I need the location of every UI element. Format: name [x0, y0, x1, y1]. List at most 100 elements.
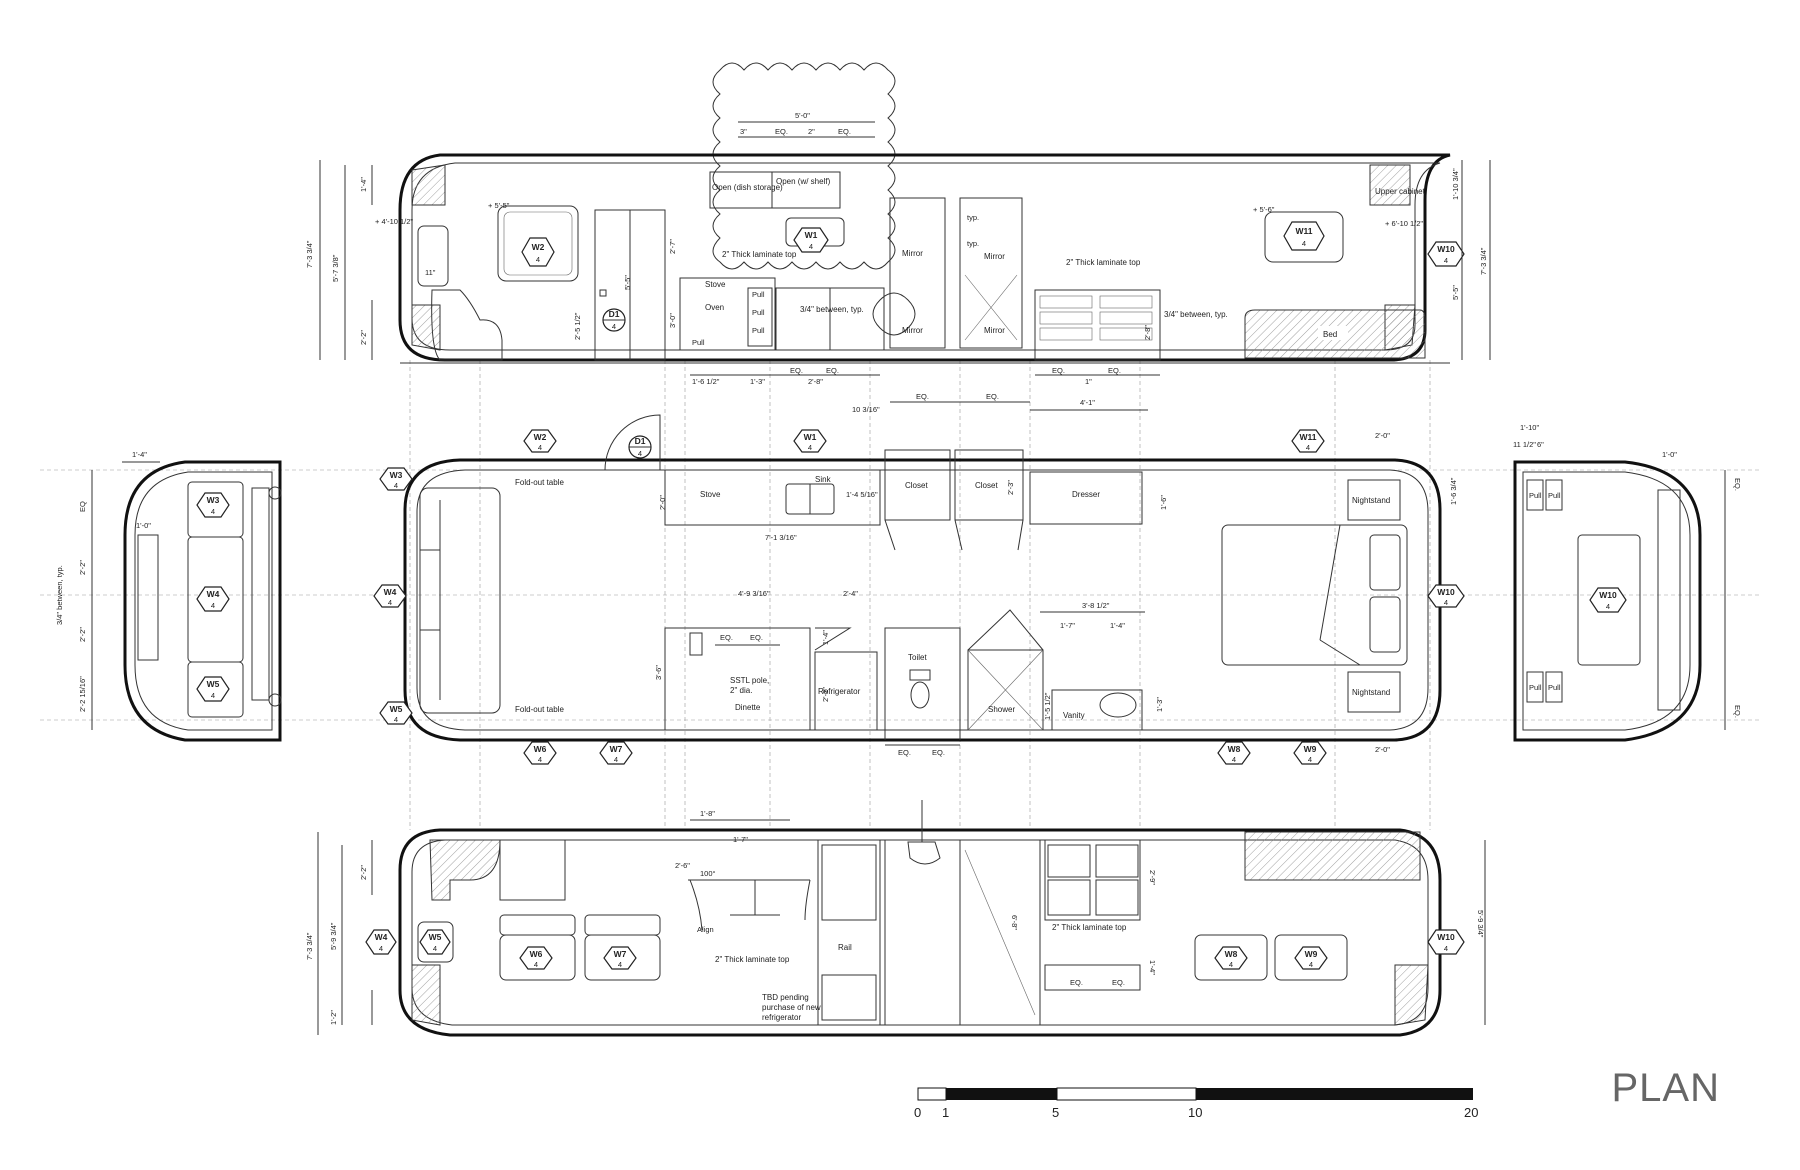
svg-text:Pull: Pull — [692, 338, 705, 347]
dim-left-1-0: 1'-0" — [136, 521, 151, 530]
dim-right-1-10: 1'-10" — [1520, 423, 1539, 432]
window-tag-w5-plan-id: W5 — [390, 704, 403, 714]
dim-right-eq-2: EQ. — [1733, 705, 1742, 718]
dim-plan-1-4b: 1'-4" — [821, 630, 830, 645]
dim-bot-eq-1: EQ. — [1070, 978, 1083, 987]
scale-label-20: 20 — [1464, 1105, 1479, 1120]
label-refrigerator: Refrigerator — [818, 687, 861, 696]
dim-plan-1-5: 1'-5 1/2" — [1043, 692, 1052, 720]
dim-plan-1-6r: 1'-6 3/4" — [1449, 477, 1458, 505]
label-laminate-top-2: 2" Thick laminate top — [1066, 258, 1141, 267]
label-fold-out-table-2: Fold-out table — [515, 705, 564, 714]
label-dresser: Dresser — [1072, 490, 1100, 499]
window-tag-w3-plan: W3 4 — [379, 467, 413, 491]
label-closet-2: Closet — [975, 481, 998, 490]
window-tag-w10-top-sheet: 4 — [1444, 256, 1448, 265]
dim-bot-eq-2: EQ. — [1112, 978, 1125, 987]
label-sink: Sink — [815, 475, 832, 484]
window-tag-w2-top-sheet: 4 — [536, 255, 540, 264]
window-tag-w6-bot-id: W6 — [530, 949, 543, 959]
window-tag-w2-plan: W2 4 — [523, 429, 557, 453]
label-between-typ-1: 3/4" between, typ. — [800, 305, 864, 314]
main-floor-plan: Fold-out table Fold-out table Stove Sink… — [373, 392, 1465, 765]
window-tag-w10-bot-id: W10 — [1437, 932, 1455, 942]
dim-plan-2-0b: 2'-0" — [1375, 745, 1390, 754]
dim-top-3: 3" — [740, 127, 747, 136]
svg-text:Pull: Pull — [1548, 683, 1561, 692]
window-tag-w5-end-id: W5 — [207, 679, 220, 689]
label-open-shelf: Open (w/ shelf) — [776, 177, 831, 186]
dim-plan-eq-1: EQ. — [916, 392, 929, 401]
window-tag-w4-end: W4 4 — [196, 586, 230, 612]
dim-plan-7-1: 7'-1 3/16" — [765, 533, 797, 542]
dim-top-2-8: 2'-8" — [808, 377, 823, 386]
label-sstl-pole-1: SSTL pole, — [730, 676, 769, 685]
dim-top-5-0: 5'-0" — [795, 111, 810, 120]
dim-top-3-0: 3'-0" — [668, 313, 677, 328]
svg-text:Pull: Pull — [752, 326, 765, 335]
dim-plan-eq-3: EQ. — [720, 633, 733, 642]
window-tag-w4-bot: W4 4 — [365, 929, 397, 955]
dim-left-between: 3/4" between, typ. — [55, 565, 64, 625]
label-bed: Bed — [1323, 330, 1337, 339]
label-nightstand-1: Nightstand — [1352, 496, 1390, 505]
window-tag-w2-top-id: W2 — [532, 242, 545, 252]
dim-plan-4-9: 4'-9 3/16" — [738, 589, 770, 598]
dim-plan-3-6: 3'-6" — [654, 665, 663, 680]
left-end-elevation: W3 4 W4 4 W5 4 1'-4" 1'-0" EQ 2'-2" 2'-2… — [55, 450, 282, 742]
window-tag-w1-plan-sheet: 4 — [808, 443, 812, 452]
dim-top-inner: 5'-7 3/8" — [331, 254, 340, 282]
revision-cloud — [712, 62, 896, 270]
dim-plan-2-0r: 2'-0" — [1375, 431, 1390, 440]
dim-left-2-2c: 2'-2 15/16" — [78, 676, 87, 712]
window-tag-w7-plan-sheet: 4 — [614, 755, 618, 764]
dim-plan-1-4c: 1'-4" — [1110, 621, 1125, 630]
dim-bot-1-8: 1'-8" — [700, 809, 715, 818]
window-tag-w9-bot: W9 4 — [1294, 946, 1328, 970]
window-tag-w9-bot-id: W9 — [1305, 949, 1318, 959]
window-tag-w1-top-id: W1 — [805, 230, 818, 240]
label-toilet: Toilet — [908, 653, 927, 662]
window-tag-w2-plan-sheet: 4 — [538, 443, 542, 452]
dim-bot-inner: 5'-9 3/4" — [329, 922, 338, 950]
label-fold-out-table-1: Fold-out table — [515, 478, 564, 487]
dim-right-6: 6" — [1537, 440, 1544, 449]
window-tag-w5-end: W5 4 — [196, 676, 230, 702]
top-elevation: W2 4 11" D1 4 5'-5" Stove Oven Pull Pull… — [305, 62, 1491, 414]
window-tag-w10-bot-sheet: 4 — [1444, 944, 1448, 953]
bottom-elevation: W6 4 W7 4 W5 4 W4 4 100° Align 2" Thick … — [305, 800, 1486, 1037]
door-tag-d1-top-id: D1 — [609, 309, 620, 319]
dim-plan-2-4: 2'-4" — [843, 589, 858, 598]
window-tag-w10-end: W10 4 — [1589, 587, 1627, 613]
svg-text:Pull: Pull — [1548, 491, 1561, 500]
dim-top-2-8b: 2'-8" — [1143, 325, 1152, 340]
window-tag-w10-plan-id: W10 — [1437, 587, 1455, 597]
dim-bot-2-2: 2'-2" — [359, 865, 368, 880]
label-open-dish: Open (dish storage) — [712, 183, 783, 192]
dim-left-2-2b: 2'-2" — [78, 627, 87, 642]
window-tag-w9-plan-sheet: 4 — [1308, 755, 1312, 764]
label-tbd-3: refrigerator — [762, 1013, 801, 1022]
window-tag-w3-plan-id: W3 — [390, 470, 403, 480]
window-tag-w4-plan-id: W4 — [384, 587, 397, 597]
window-tag-w6-plan: W6 4 — [523, 741, 557, 765]
window-tag-w5-bot-id: W5 — [429, 932, 442, 942]
dim-bot-2-9: 2'-9" — [1148, 870, 1157, 885]
window-tag-w10-top-id: W10 — [1437, 244, 1455, 254]
dim-top-eq-3: EQ. — [790, 366, 803, 375]
label-mirror-3: Mirror — [984, 252, 1005, 261]
window-tag-w11-top: W11 4 — [1283, 221, 1325, 251]
window-tag-w1-plan-id: W1 — [804, 432, 817, 442]
dim-plan-eq-5: EQ. — [898, 748, 911, 757]
dim-top-5-5b: 5'-5" — [623, 275, 632, 290]
dim-right-1-0: 1'-0" — [1662, 450, 1677, 459]
window-tag-w1-top: W1 4 — [785, 217, 845, 253]
dim-plan-3-8: 3'-8 1/2" — [1082, 601, 1110, 610]
window-tag-w1-top-sheet: 4 — [809, 242, 813, 251]
label-stove: Stove — [700, 490, 721, 499]
dim-top-1-3: 1'-3" — [750, 377, 765, 386]
window-tag-w7-bot-sheet: 4 — [618, 960, 622, 969]
dim-top-2-5: 2'-5 1/2" — [573, 312, 582, 340]
